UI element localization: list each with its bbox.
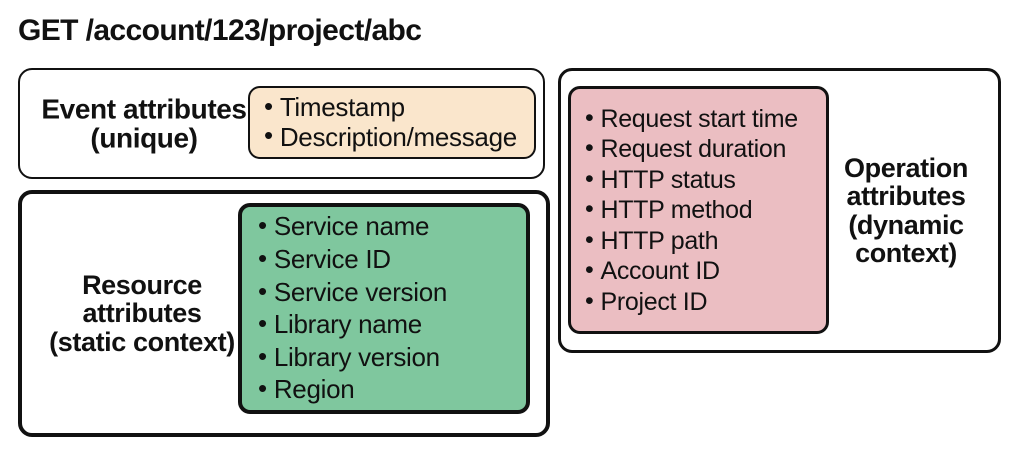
bullet-icon: • (585, 195, 594, 223)
list-item: • Account ID (585, 257, 826, 285)
bullet-icon: • (258, 210, 267, 241)
event-attributes-list-box: • Timestamp • Description/message (248, 86, 536, 159)
list-item: • Library name (258, 310, 526, 339)
operation-attributes-label-line2: attributes (846, 180, 966, 211)
resource-attributes-list-box: • Service name • Service ID • Service ve… (238, 203, 530, 414)
event-attributes-label-line1: Event attributes (41, 92, 247, 124)
list-item-label: HTTP status (600, 165, 736, 194)
resource-attributes-label-line3: (static context) (49, 326, 235, 357)
bullet-icon: • (585, 134, 594, 162)
list-item: • Library version (258, 340, 526, 372)
list-item: • HTTP status (585, 166, 826, 194)
list-item: • Service name (258, 212, 526, 241)
list-item-label: HTTP method (600, 196, 753, 224)
operation-attributes-label-line3: (dynamic (848, 209, 964, 240)
event-attributes-label: Event attributes (unique) (28, 94, 260, 153)
operation-attributes-list: • Request start time • Request duration … (585, 102, 826, 318)
list-item-label: Service ID (273, 244, 391, 275)
list-item: • HTTP method (585, 196, 826, 224)
list-item-label: Region (273, 374, 355, 405)
bullet-icon: • (585, 103, 594, 132)
bullet-icon: • (585, 256, 594, 284)
list-item-label: Project ID (600, 287, 708, 316)
resource-attributes-label-line1: Resource (82, 269, 202, 300)
list-item: • Request start time (585, 105, 826, 133)
list-item: • Description/message (264, 120, 534, 152)
operation-attributes-label-line4: context) (855, 238, 957, 269)
list-item: • Project ID (585, 288, 826, 316)
resource-attributes-list: • Service name • Service ID • Service ve… (258, 209, 526, 408)
bullet-icon: • (258, 340, 267, 371)
bullet-icon: • (585, 164, 594, 193)
list-item-label: Service version (273, 276, 448, 307)
list-item: • Service version (258, 275, 526, 307)
operation-attributes-list-box: • Request start time • Request duration … (568, 86, 829, 334)
bullet-icon: • (258, 275, 267, 306)
resource-attributes-label-line2: attributes (82, 298, 202, 329)
list-item: • Region (258, 375, 526, 404)
bullet-icon: • (585, 225, 594, 254)
event-attributes-label-line2: (unique) (90, 122, 198, 154)
list-item-label: Description/message (279, 121, 517, 152)
operation-attributes-label: Operation attributes (dynamic context) (826, 153, 986, 267)
bullet-icon: • (258, 373, 267, 404)
list-item-label: Service name (273, 211, 430, 242)
list-item: • Timestamp (264, 93, 534, 122)
bullet-icon: • (264, 120, 273, 151)
bullet-icon: • (585, 286, 594, 315)
bullet-icon: • (258, 243, 267, 273)
list-item-label: Request start time (600, 104, 798, 133)
list-item: • HTTP path (585, 227, 826, 255)
list-item-label: Timestamp (279, 92, 405, 123)
list-item-label: Account ID (600, 257, 720, 285)
event-attributes-list: • Timestamp • Description/message (264, 93, 534, 151)
list-item-label: Library name (273, 309, 422, 340)
list-item: • Service ID (258, 243, 526, 275)
operation-attributes-label-line1: Operation (844, 152, 968, 183)
page-title: GET /account/123/project/abc (18, 14, 422, 47)
bullet-icon: • (264, 91, 273, 122)
list-item: • Request duration (585, 135, 826, 163)
list-item-label: HTTP path (600, 226, 719, 255)
resource-attributes-label: Resource attributes (static context) (28, 269, 256, 357)
list-item-label: Library version (273, 341, 440, 372)
list-item-label: Request duration (600, 135, 787, 163)
bullet-icon: • (258, 308, 267, 339)
